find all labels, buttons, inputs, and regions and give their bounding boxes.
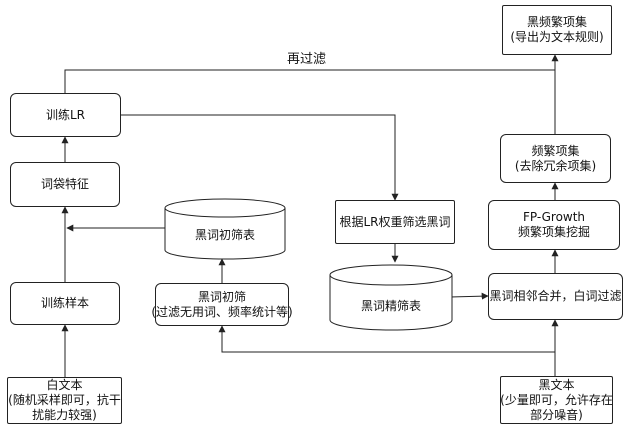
freq-itemset-node: 频繁项集 (去除冗余项集) [500, 134, 611, 183]
edge-lr-to-select [121, 114, 399, 201]
train-sample-label: 训练样本 [40, 296, 89, 310]
black-db1-cylinder [164, 198, 286, 260]
black-prefilter-title: 黑词初筛 [197, 289, 246, 304]
black-text-title: 黑文本 [538, 377, 575, 392]
white-text-title: 白文本 [46, 378, 83, 392]
black-text-desc2: 部分噪音) [530, 407, 583, 422]
freq-itemset-title: 频繁项集 [531, 143, 580, 158]
fpgrowth-node: FP-Growth 频繁项集挖掘 [488, 200, 620, 250]
merge-node: 黑词相邻合并，白词过滤 [488, 273, 623, 320]
white-text-desc2: 扰能力较强) [32, 408, 97, 422]
train-sample-node: 训练样本 [10, 282, 120, 325]
edge-db2-to-merge [449, 292, 489, 300]
black-freq-title: 黑频繁项集 [526, 15, 587, 29]
black-text-node: 黑文本 (少量即可，允许存在 部分噪音) [500, 376, 613, 424]
edge-black-to-prefilter [218, 325, 555, 353]
fpgrowth-desc: 频繁项集挖掘 [517, 225, 590, 239]
black-db2-cylinder [329, 264, 453, 331]
refilter-label: 再过滤 [287, 52, 327, 67]
lr-select-label: 根据LR权重筛选黑词 [339, 214, 451, 229]
train-lr-node: 训练LR [10, 93, 121, 137]
merge-label: 黑词相邻合并，白词过滤 [489, 289, 622, 303]
black-freq-desc: (导出为文本规则) [510, 30, 604, 44]
black-prefilter-desc: (过滤无用词、频率统计等) [151, 304, 293, 319]
fpgrowth-title: FP-Growth [522, 210, 586, 224]
black-db2-label: 黑词精筛表 [360, 299, 421, 313]
white-text-desc1: (随机采样即可，抗干 [8, 393, 121, 407]
black-text-desc1: (少量即可，允许存在 [500, 392, 613, 407]
white-text-node: 白文本 (随机采样即可，抗干 扰能力较强) [7, 377, 122, 424]
bow-feature-label: 词袋特征 [40, 177, 89, 191]
bow-feature-node: 词袋特征 [10, 162, 120, 207]
train-lr-label: 训练LR [45, 107, 86, 122]
lr-select-node: 根据LR权重筛选黑词 [335, 200, 455, 244]
edge-refilter [64, 69, 555, 93]
black-freq-node: 黑频繁项集 (导出为文本规则) [502, 5, 612, 55]
black-prefilter-node: 黑词初筛 (过滤无用词、频率统计等) [151, 283, 293, 326]
black-db1-label: 黑词初筛表 [194, 228, 255, 242]
freq-itemset-desc: (去除冗余项集) [514, 158, 597, 173]
